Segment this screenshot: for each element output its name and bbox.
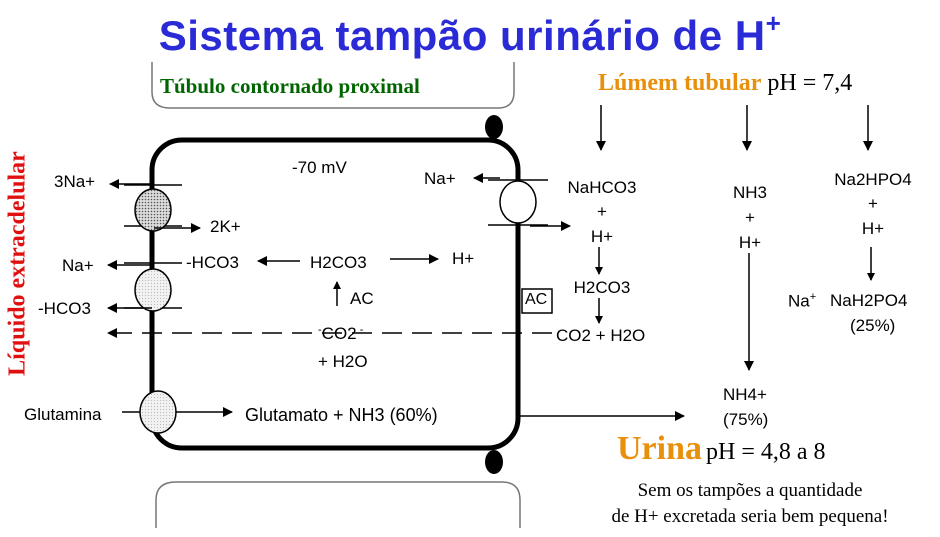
- cell-label: Túbulo contornado proximal: [160, 74, 420, 98]
- col3-h: H+: [861, 219, 885, 238]
- col1-h: H+: [590, 227, 614, 246]
- glutamine-transporter: [139, 390, 177, 434]
- col1-h2co3: H2CO3: [573, 278, 631, 297]
- label-co2-inner: -CO2 -: [318, 324, 364, 343]
- col1-nahco3: NaHCO3: [567, 178, 637, 197]
- label-hco3-inner: -HCO3: [186, 253, 239, 272]
- col2-percent: (75%): [723, 410, 769, 429]
- label-na-right: Na+: [424, 169, 456, 188]
- na-k-pump: [134, 188, 172, 232]
- col2-h: H+: [738, 233, 762, 252]
- label-ac-box: AC: [525, 291, 548, 308]
- label-h-inner: H+: [452, 249, 475, 268]
- urine-label: Urina: [617, 430, 702, 467]
- lumen-label: Lúmem tubular: [598, 70, 762, 96]
- upper-cell-outline: [151, 62, 515, 109]
- col1-plus: +: [597, 202, 607, 221]
- tight-junction-bottom: [485, 450, 503, 474]
- label-3na: 3Na+: [54, 172, 96, 191]
- col3-nah2po4: NaH2PO4: [830, 291, 908, 310]
- label-h2co3-inner: H2CO3: [310, 253, 367, 272]
- label-ac-inner: AC: [350, 289, 374, 308]
- ac-box: [521, 288, 553, 314]
- label-glutamato: Glutamato + NH3 (60%): [245, 405, 438, 425]
- col3-na2hpo4: Na2HPO4: [834, 170, 912, 189]
- urine-note-2: de H+ excretada seria bem pequena!: [611, 506, 889, 527]
- cell-membrane: [149, 137, 521, 451]
- tight-junction-top: [485, 115, 503, 139]
- col3-na: Na+: [788, 291, 817, 311]
- col3-percent: (25%): [850, 316, 896, 335]
- na-hco3-cotransporter: [134, 268, 172, 312]
- lumen-header: Lúmem tubular pH = 7,4: [598, 70, 852, 97]
- urine-ph: pH = 4,8 a 8: [706, 439, 826, 465]
- page-title: Sistema tampão urinário de H+: [158, 8, 782, 59]
- col1-co2-h2o: CO2 + H2O: [556, 326, 646, 345]
- lumen-ph: pH = 7,4: [767, 70, 853, 96]
- label-na-left: Na+: [62, 256, 94, 275]
- label-glutamina: Glutamina: [24, 405, 102, 424]
- col2-plus: +: [745, 208, 755, 227]
- label-h2o-inner: + H2O: [318, 352, 368, 371]
- lower-cell-outline: [155, 481, 521, 528]
- urine-header: Urina pH = 4,8 a 8: [617, 430, 826, 468]
- membrane-potential: -70 mV: [292, 158, 347, 177]
- na-h-exchanger: [499, 180, 537, 224]
- label-2k: 2K+: [210, 217, 241, 236]
- col3-plus: +: [868, 194, 878, 213]
- col2-nh3: NH3: [732, 183, 767, 202]
- label-hco3-left: -HCO3: [38, 299, 91, 318]
- col2-nh4: NH4+: [723, 385, 767, 404]
- urine-note-1: Sem os tampões a quantidade: [637, 480, 863, 501]
